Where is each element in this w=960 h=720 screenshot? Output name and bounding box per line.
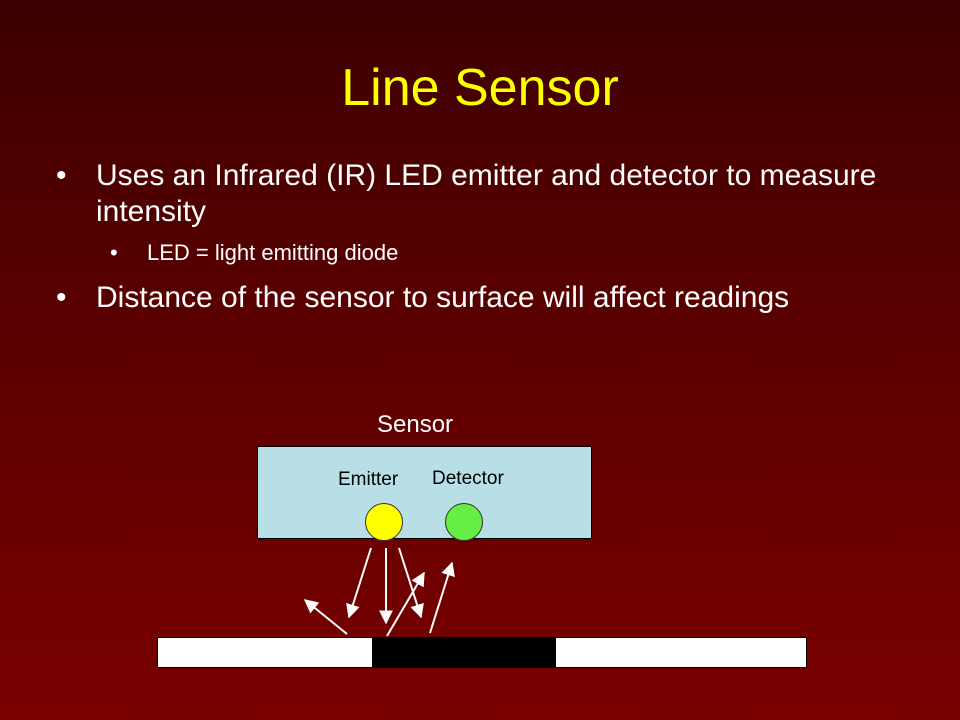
ray-reflected-right (429, 561, 455, 634)
black-line-strip (372, 638, 556, 667)
bullet-glyph: • (56, 281, 67, 314)
sub-bullet-led-definition: • LED = light emitting diode (56, 238, 916, 268)
bullet-distance: • Distance of the sensor to surface will… (56, 280, 916, 316)
bullet-text: Distance of the sensor to surface will a… (96, 281, 790, 314)
slide-title: Line Sensor (341, 59, 619, 117)
bullet-ir-led: • Uses an Infrared (IR) LED emitter and … (56, 158, 916, 230)
surface (157, 637, 807, 668)
ray-reflected-left (303, 599, 348, 635)
bullet-glyph: • (110, 240, 118, 265)
sensor-box (257, 446, 592, 539)
bullet-glyph: • (56, 159, 67, 192)
ray-emitted-right (398, 547, 424, 619)
sensor-label: Sensor (377, 411, 454, 438)
bullet-list: • Uses an Infrared (IR) LED emitter and … (56, 158, 916, 316)
emitter-label: Emitter (338, 469, 399, 490)
detector-led (445, 503, 483, 541)
ray-emitted-left (346, 547, 372, 619)
bullet-text: LED = light emitting diode (147, 240, 399, 265)
emitter-led (365, 503, 403, 541)
detector-label: Detector (432, 468, 504, 489)
bullet-text: Uses an Infrared (IR) LED emitter and de… (96, 159, 877, 228)
ray-reflected-center (386, 571, 425, 637)
